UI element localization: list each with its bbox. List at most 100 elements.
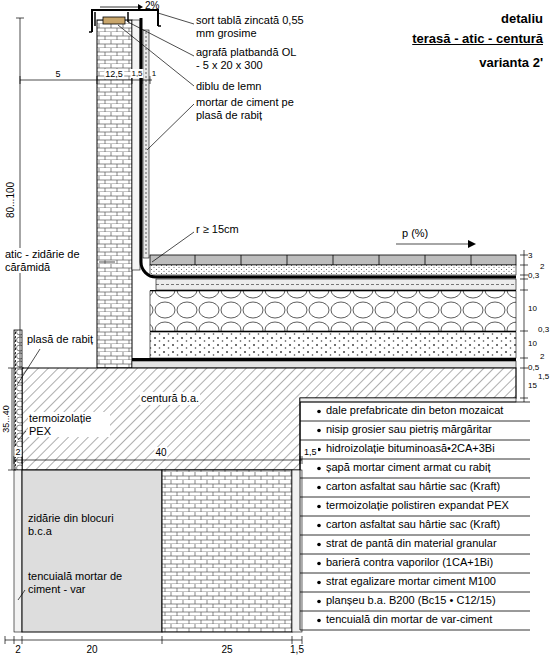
- bullet: [317, 524, 321, 528]
- callout: sort tablă zincată 0,55 mm grosime: [196, 14, 308, 39]
- drawing-part: [138, 4, 143, 10]
- drawing-part: [132, 358, 516, 361]
- table-cell: carton asfaltat sau hârtie sac (Kraft): [326, 518, 500, 531]
- drawing-part: [89, 26, 161, 32]
- drawing-part: [128, 22, 194, 56]
- bullet: [317, 505, 321, 509]
- table-cell: planșeu b.a. B200 (Bc15 • C12/15): [326, 594, 496, 607]
- table-rule: [300, 592, 530, 593]
- bullet: [317, 467, 321, 471]
- drawing-part: [16, 18, 24, 368]
- title: terasă - atic - centură: [412, 32, 543, 47]
- bullet: [317, 448, 321, 452]
- drawing-part: [97, 20, 132, 368]
- dimension: 10: [528, 304, 537, 313]
- table-cell: barieră contra vaporilor (1CA+1Bi): [326, 556, 493, 569]
- table-rule: [300, 497, 530, 498]
- table-cell: strat de pantă din material granular: [326, 537, 497, 550]
- drawing-part: [195, 255, 471, 265]
- table-cell: șapă mortar ciment armat cu rabiț: [326, 461, 490, 474]
- drawing-part: [150, 332, 516, 358]
- table-rule: [300, 630, 530, 631]
- dimension: 20: [86, 644, 97, 656]
- drawing-part: [92, 10, 158, 32]
- callout: termoizolație PEX: [28, 412, 110, 437]
- drawing-part: [147, 104, 194, 150]
- tile-joint: [333, 255, 334, 265]
- bullet: [317, 543, 321, 547]
- table-rule: [300, 516, 530, 517]
- dimension: 1,5: [303, 447, 318, 457]
- table-cell: hidroizolație bituminoasă•2CA+3Bi: [326, 442, 495, 455]
- drawing-part: [14, 330, 22, 470]
- drawing-part: [22, 368, 516, 470]
- roof-layers: [132, 255, 516, 368]
- callout: mortar de ciment pe plasă de rabiț: [196, 96, 296, 121]
- callout: r ≥ 15cm: [196, 223, 239, 236]
- dimension: 15: [528, 381, 537, 390]
- drawing-part: [156, 284, 516, 285]
- dimension: 1: [151, 69, 157, 78]
- table-cell: tencuială din mortar de var-ciment: [326, 613, 492, 626]
- drawing-part: [132, 20, 140, 270]
- callout: atic - zidărie de cărămidă: [4, 248, 96, 273]
- dimension: 2: [15, 644, 21, 656]
- bullet: [317, 429, 321, 433]
- dimension: 80...100: [5, 182, 17, 218]
- dimension: 1,5: [290, 644, 304, 656]
- dimension: 1,5: [130, 69, 143, 78]
- table-rule: [300, 611, 530, 612]
- drawing-part: [150, 265, 516, 275]
- table-cell: strat egalizare mortar ciment M100: [326, 575, 496, 588]
- drawing-part: [292, 470, 302, 632]
- tile-joint: [195, 255, 196, 265]
- section-drawing: [14, 4, 516, 640]
- drawing-part: [22, 632, 170, 640]
- dimension: 0,5: [528, 363, 539, 372]
- drawing-part: [22, 470, 162, 632]
- drawing-part: [95, 12, 128, 26]
- drawing-part: [150, 291, 516, 331]
- callout: zidărie din blocuri b.c.a: [27, 512, 124, 537]
- drawing-part: [17, 349, 40, 385]
- dimension: 5: [54, 69, 61, 79]
- table-rule: [300, 421, 530, 422]
- callout: centură b.a.: [140, 392, 200, 405]
- table-rule: [300, 402, 530, 403]
- leader-lines: [17, 13, 468, 600]
- table-cell: dale prefabricate din beton mozaicat: [326, 404, 503, 417]
- drawing-part: [143, 30, 149, 258]
- dimension-lines: [5, 18, 528, 644]
- drawing-part: [99, 262, 115, 263]
- dimension: 1,5: [538, 372, 549, 381]
- layer-table: [300, 402, 530, 630]
- dimension: 0,3: [528, 271, 539, 280]
- drawing-part: [132, 361, 516, 368]
- drawing-part: [396, 244, 468, 245]
- drawing-part: [156, 279, 516, 290]
- table-cell: carton asfaltat sau hârtie sac (Kraft): [326, 480, 500, 493]
- arrow-head: [468, 240, 476, 248]
- dimension: 12,5: [104, 69, 124, 79]
- dimension: 25: [221, 644, 232, 656]
- drawing-part: [146, 32, 147, 256]
- table-rule: [300, 440, 530, 441]
- dimension: 2: [540, 352, 544, 361]
- callout: diblu de lemn: [196, 80, 261, 93]
- bullet: [317, 486, 321, 490]
- slope-label: p (%): [402, 227, 428, 240]
- bullet: [317, 600, 321, 604]
- dimension: 2: [14, 447, 21, 457]
- drawing-part: [162, 470, 292, 632]
- heading-line: detaliu: [501, 12, 543, 27]
- table-rule: [300, 554, 530, 555]
- heading-line: varianta 2': [479, 56, 543, 71]
- table-cell: nisip grosier sau pietriș mărgăritar: [326, 423, 492, 436]
- bullet: [317, 410, 321, 414]
- bullet: [317, 581, 321, 585]
- bullet: [317, 562, 321, 566]
- dimension: 0,3: [538, 325, 549, 334]
- drawing-part: [18, 590, 25, 600]
- dimension: 10: [528, 339, 537, 348]
- dimension: 2: [540, 262, 544, 271]
